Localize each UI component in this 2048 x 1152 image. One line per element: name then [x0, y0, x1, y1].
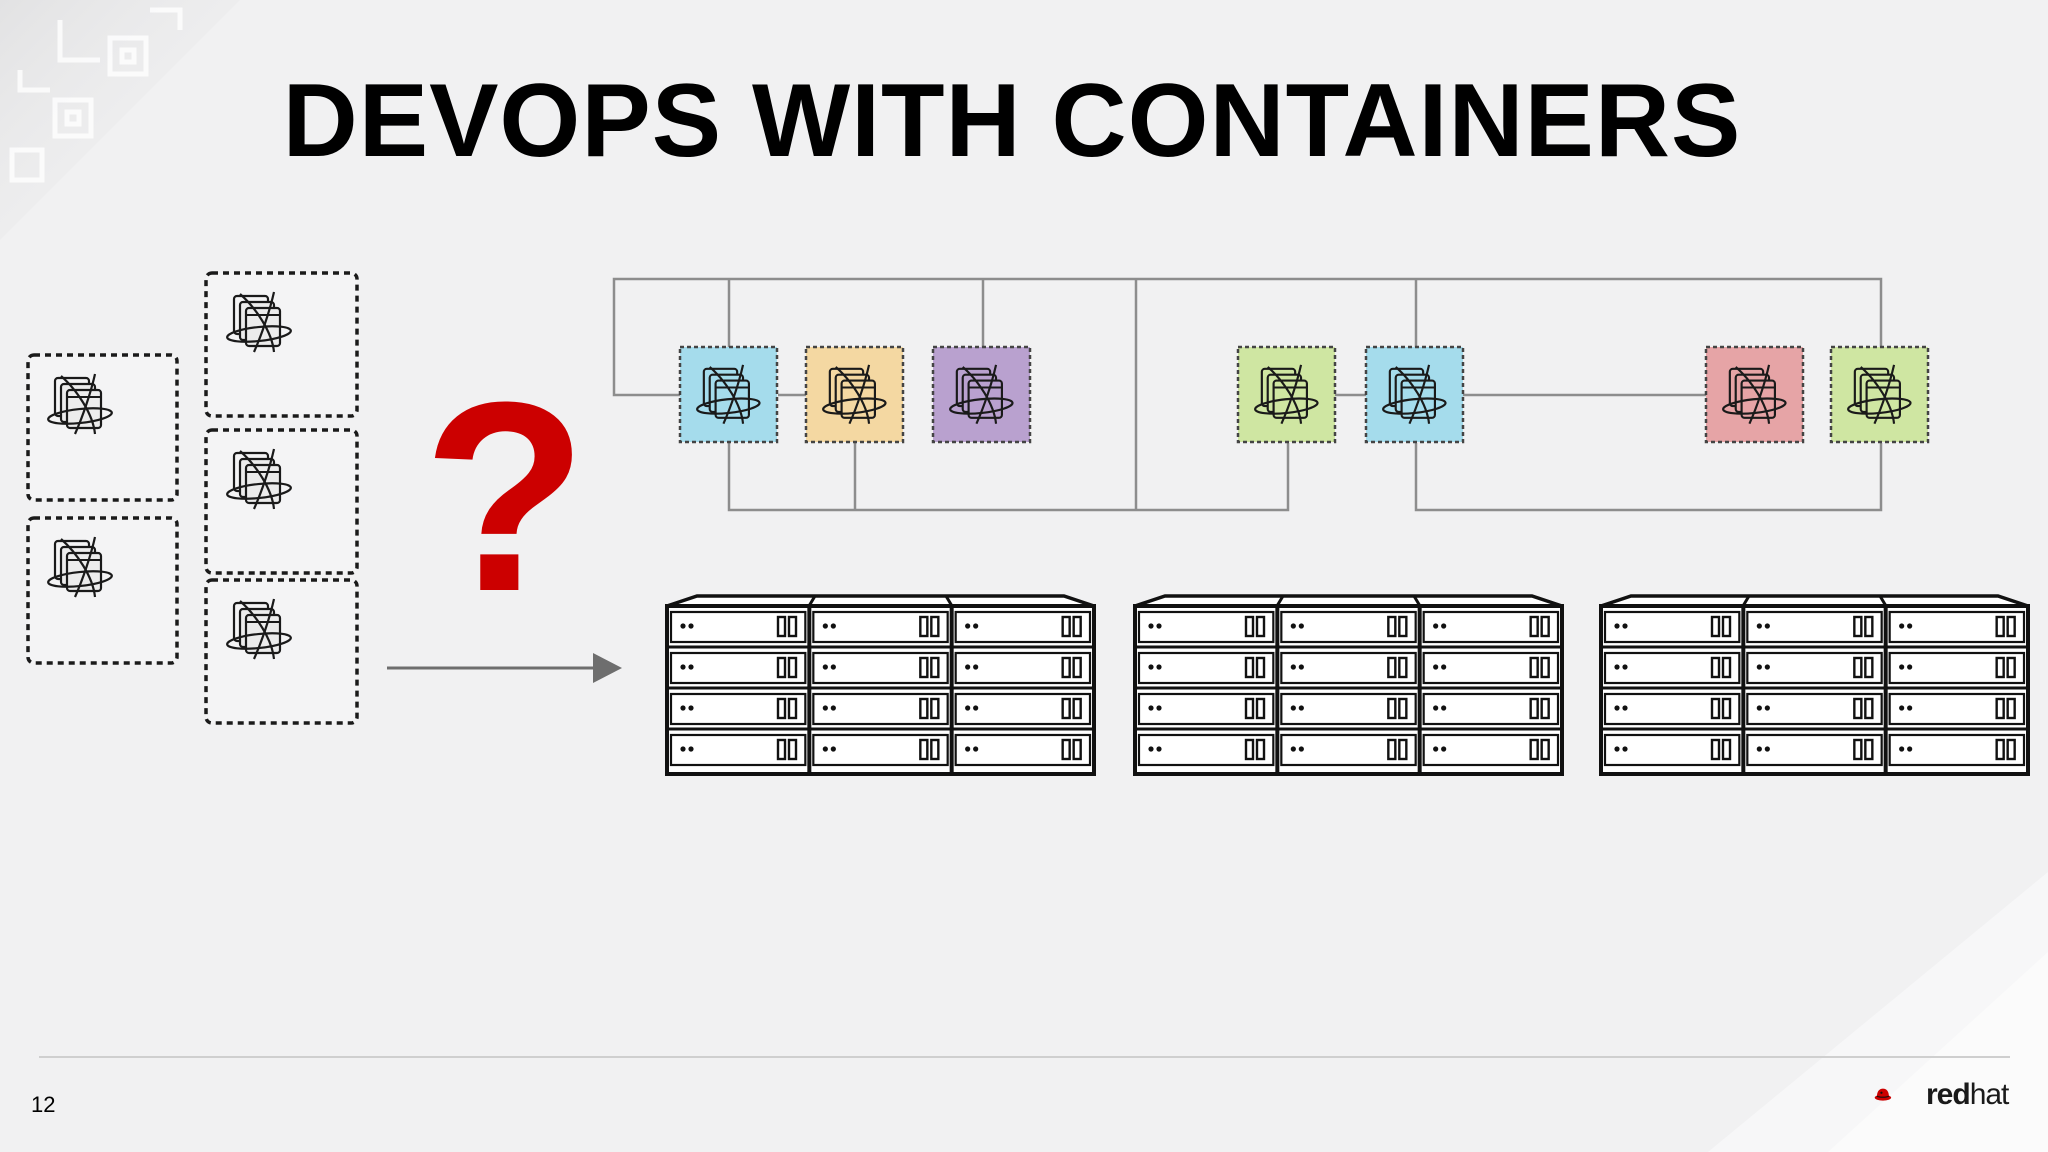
deployed-containers: [678, 345, 1930, 444]
server-unit: [1888, 651, 2026, 685]
server-unit: [1137, 692, 1275, 726]
server-unit: [812, 733, 949, 767]
server-unit: [954, 610, 1092, 644]
footer-divider: [39, 1056, 2010, 1058]
container-network-lines: [612, 277, 1883, 512]
server-racks: [665, 594, 2030, 776]
slide-title: DEVOPS WITH CONTAINERS: [282, 63, 1742, 179]
server-unit: [1422, 610, 1560, 644]
deployed-container: [804, 345, 905, 444]
server-unit: [1280, 733, 1417, 767]
deployed-container: [1829, 345, 1930, 444]
server-rack-icon: [665, 594, 1096, 776]
unplaced-containers: [26, 271, 359, 725]
deployed-container: [1704, 345, 1805, 444]
server-unit: [1746, 651, 1883, 685]
server-unit: [1746, 692, 1883, 726]
server-unit: [669, 610, 807, 644]
container-box: [204, 271, 359, 418]
server-unit: [1422, 733, 1560, 767]
container-box: [204, 428, 359, 575]
deployed-container: [1364, 345, 1465, 444]
server-unit: [1422, 651, 1560, 685]
deployed-container: [1236, 345, 1337, 444]
server-unit: [954, 733, 1092, 767]
server-unit: [1888, 610, 2026, 644]
server-unit: [1137, 610, 1275, 644]
container-box: [26, 353, 179, 502]
container-box: [204, 578, 359, 725]
server-unit: [1603, 610, 1741, 644]
server-unit: [1280, 651, 1417, 685]
server-unit: [669, 651, 807, 685]
server-unit: [812, 651, 949, 685]
server-unit: [1746, 610, 1883, 644]
corner-pattern-decoration: [0, 0, 240, 240]
deployed-container: [931, 345, 1032, 444]
server-unit: [669, 692, 807, 726]
server-unit: [1746, 733, 1883, 767]
server-unit: [1603, 651, 1741, 685]
server-unit: [669, 733, 807, 767]
server-unit: [812, 692, 949, 726]
server-unit: [954, 692, 1092, 726]
server-unit: [1137, 651, 1275, 685]
redhat-wordmark: redhat: [1926, 1078, 2009, 1111]
deployed-container: [678, 345, 779, 444]
server-rack-icon: [1599, 594, 2030, 776]
server-unit: [1888, 692, 2026, 726]
server-unit: [1137, 733, 1275, 767]
corner-stripe-decoration: [1708, 872, 2048, 1152]
server-unit: [1280, 610, 1417, 644]
redhat-shadowman-icon: [1874, 1088, 1892, 1101]
server-unit: [1280, 692, 1417, 726]
container-box: [26, 516, 179, 665]
server-unit: [812, 610, 949, 644]
server-unit: [1603, 733, 1741, 767]
server-unit: [1422, 692, 1560, 726]
server-unit: [1603, 692, 1741, 726]
question-mark: ?: [423, 347, 588, 648]
server-rack-icon: [1133, 594, 1564, 776]
server-unit: [954, 651, 1092, 685]
deploy-arrow: [387, 653, 622, 683]
page-number: 12: [31, 1092, 56, 1117]
server-unit: [1888, 733, 2026, 767]
